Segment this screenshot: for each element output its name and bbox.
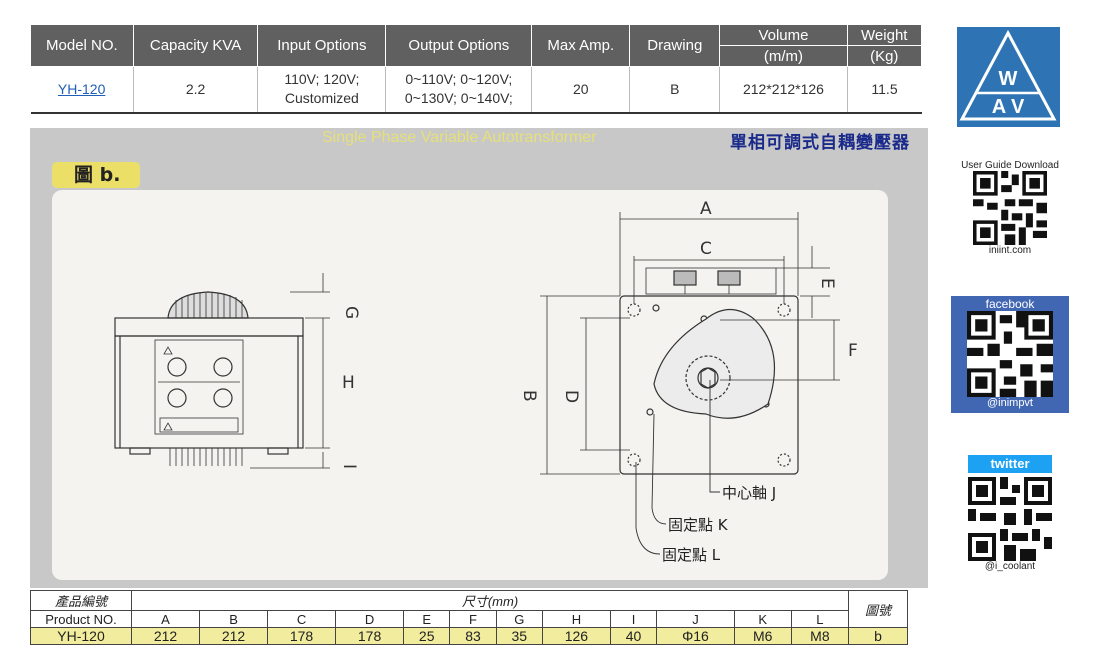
output-line-2: 0~130V; 0~140V;: [404, 90, 513, 107]
value-d: 178: [335, 627, 405, 645]
brand-logo[interactable]: W A V: [957, 27, 1060, 127]
row-product: YH-120: [30, 627, 132, 645]
dim-label-b: B: [519, 390, 539, 402]
dim-label-d: D: [561, 390, 581, 403]
cell-capacity: 2.2: [132, 66, 258, 114]
header-weight-unit: (Kg): [846, 45, 923, 67]
twitter-handle: @i_coolant: [984, 561, 1036, 572]
cell-drawing: B: [629, 66, 720, 114]
figure-label: 圖 b.: [52, 162, 140, 188]
value-e: 25: [403, 627, 451, 645]
dim-label-c: C: [700, 239, 712, 259]
col-header-k: K: [733, 610, 792, 628]
value-c: 178: [267, 627, 337, 645]
dim-label-h: H: [342, 373, 355, 393]
col-header-j: J: [656, 610, 735, 628]
dimension-table: 產品編號 尺寸(mm) 圖號 Product NO. A B C D E F G…: [30, 590, 908, 645]
callout-center-shaft: 中心軸 J: [722, 484, 776, 502]
value-chart-no: b: [848, 627, 908, 645]
cell-output: 0~110V; 0~120V; 0~130V; 0~140V;: [385, 66, 532, 114]
col-header-c: C: [267, 610, 337, 628]
dim-label-i: I: [339, 464, 359, 469]
header-drawing: Drawing: [629, 24, 721, 67]
callout-fix-point-l: 固定點 L: [662, 546, 721, 564]
header-volume: Volume: [719, 24, 848, 46]
value-i: 40: [609, 627, 658, 645]
twitter-block[interactable]: twitter @i_coolant: [955, 455, 1065, 572]
value-h: 126: [541, 627, 611, 645]
header-output: Output Options: [385, 24, 533, 67]
facebook-handle: @inimpvt: [986, 397, 1033, 409]
dim-label-g: G: [341, 306, 361, 319]
value-l: M8: [790, 627, 850, 645]
header-max-amp: Max Amp.: [531, 24, 631, 67]
dim-label-a: A: [700, 199, 712, 219]
cell-input: 110V; 120V; Customized: [257, 66, 386, 114]
header-input: Input Options: [257, 24, 387, 67]
cell-volume: 212*212*126: [719, 66, 848, 114]
twitter-badge: twitter: [968, 455, 1052, 473]
twitter-qr-icon[interactable]: [968, 477, 1052, 561]
col-header-i: I: [609, 610, 658, 628]
heading-chinese: 單相可調式自耦變壓器: [730, 133, 910, 153]
facebook-title: facebook: [985, 297, 1035, 311]
input-line-2: Customized: [284, 90, 359, 107]
logo-letters-bottom: A V: [992, 96, 1025, 118]
col-header-h: H: [541, 610, 611, 628]
dim-label-f: F: [848, 341, 858, 361]
model-link[interactable]: YH-120: [57, 80, 106, 97]
input-line-1: 110V; 120V;: [284, 71, 360, 88]
col-header-l: L: [790, 610, 850, 628]
product-label-en: Product NO.: [30, 610, 132, 628]
col-header-f: F: [449, 610, 497, 628]
facebook-qr-icon[interactable]: [967, 311, 1053, 397]
technical-drawing: G H I A C B D E F 中心軸 J 固定點 K 固定點 L: [114, 199, 858, 564]
callout-fix-point-k: 固定點 K: [668, 516, 729, 534]
logo-letter-top: W: [999, 68, 1018, 90]
dimension-label: 尺寸(mm): [131, 590, 849, 611]
user-guide-label: User Guide Download: [961, 160, 1059, 171]
cell-weight: 11.5: [846, 66, 922, 114]
value-k: M6: [733, 627, 792, 645]
col-header-b: B: [199, 610, 269, 628]
user-guide-block: User Guide Download iniint.com: [955, 160, 1065, 256]
product-label-zh: 產品編號: [30, 590, 132, 611]
value-b: 212: [199, 627, 269, 645]
cell-max-amp: 20: [531, 66, 630, 114]
chart-no-label: 圖號: [848, 590, 908, 628]
col-header-a: A: [130, 610, 201, 628]
triangle-logo-icon: W A V: [959, 29, 1057, 121]
heading-english: Single Phase Variable Autotransformer: [322, 129, 597, 146]
value-a: 212: [130, 627, 201, 645]
value-f: 83: [449, 627, 497, 645]
col-header-e: E: [403, 610, 451, 628]
header-capacity: Capacity KVA: [132, 24, 259, 67]
user-guide-qr-icon[interactable]: [973, 171, 1047, 245]
site-link[interactable]: iniint.com: [988, 245, 1032, 256]
value-g: 35: [495, 627, 543, 645]
value-j: Φ16: [656, 627, 735, 645]
col-header-d: D: [335, 610, 405, 628]
header-model: Model NO.: [30, 24, 134, 67]
drawing-panel: Single Phase Variable Autotransformer 單相…: [30, 128, 928, 588]
col-header-g: G: [495, 610, 543, 628]
facebook-block[interactable]: facebook @inimpvt: [951, 296, 1069, 413]
header-weight: Weight: [846, 24, 923, 46]
spec-table: Model NO. Capacity KVA Input Options Out…: [30, 24, 923, 114]
cell-model: YH-120: [30, 66, 134, 114]
output-line-1: 0~110V; 0~120V;: [405, 71, 513, 88]
dim-label-e: E: [817, 278, 837, 289]
header-volume-unit: (m/m): [719, 45, 848, 67]
